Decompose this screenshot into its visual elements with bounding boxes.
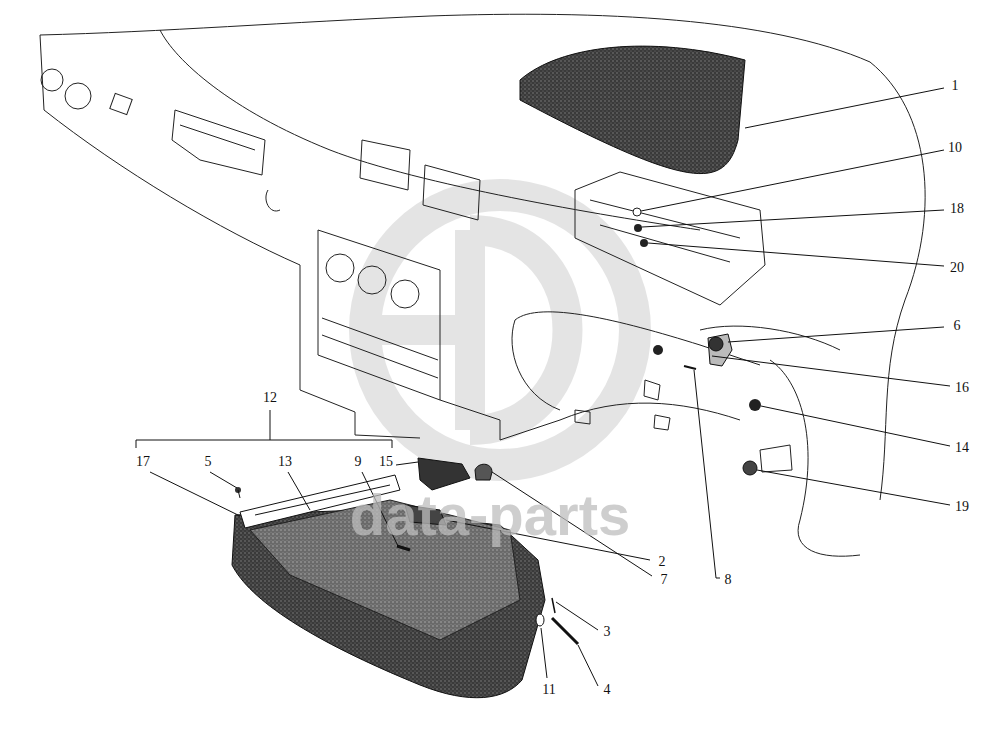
callout-number: 4 bbox=[604, 683, 611, 697]
callout-number: 20 bbox=[950, 261, 964, 275]
callout-number: 10 bbox=[948, 141, 962, 155]
watermark-text: data-parts bbox=[350, 486, 630, 544]
callout-number: 16 bbox=[955, 381, 969, 395]
callout-number: 18 bbox=[950, 202, 964, 216]
clip bbox=[633, 208, 641, 216]
group-bracket bbox=[136, 410, 392, 448]
callout-number: 19 bbox=[955, 500, 969, 514]
callout-number: 1 bbox=[952, 79, 959, 93]
pin bbox=[552, 598, 555, 613]
latch-lock bbox=[709, 337, 723, 351]
callout-number: 8 bbox=[725, 573, 732, 587]
screw bbox=[684, 366, 696, 369]
nut bbox=[634, 224, 642, 232]
dashboard-outline bbox=[40, 14, 925, 556]
callout-number: 17 bbox=[136, 455, 150, 469]
nut bbox=[640, 239, 648, 247]
leader-lines bbox=[150, 88, 950, 686]
callout-number: 12 bbox=[263, 391, 277, 405]
callout-number: 11 bbox=[542, 683, 555, 697]
lock-cylinder bbox=[475, 464, 492, 480]
callout-number: 7 bbox=[661, 573, 668, 587]
nut bbox=[743, 461, 757, 475]
callout-number: 5 bbox=[205, 455, 212, 469]
washer bbox=[536, 614, 544, 626]
callout-number: 3 bbox=[604, 625, 611, 639]
callout-number: 14 bbox=[955, 441, 969, 455]
screw bbox=[397, 546, 410, 550]
callout-number: 2 bbox=[659, 555, 666, 569]
clip bbox=[653, 345, 663, 355]
callout-number: 6 bbox=[954, 319, 961, 333]
latch bbox=[708, 334, 732, 366]
nut bbox=[749, 399, 761, 411]
airbag-cover bbox=[520, 46, 745, 173]
axle bbox=[552, 618, 578, 644]
callout-number: 15 bbox=[379, 455, 393, 469]
callout-number: 13 bbox=[278, 455, 292, 469]
callout-number: 9 bbox=[355, 455, 362, 469]
